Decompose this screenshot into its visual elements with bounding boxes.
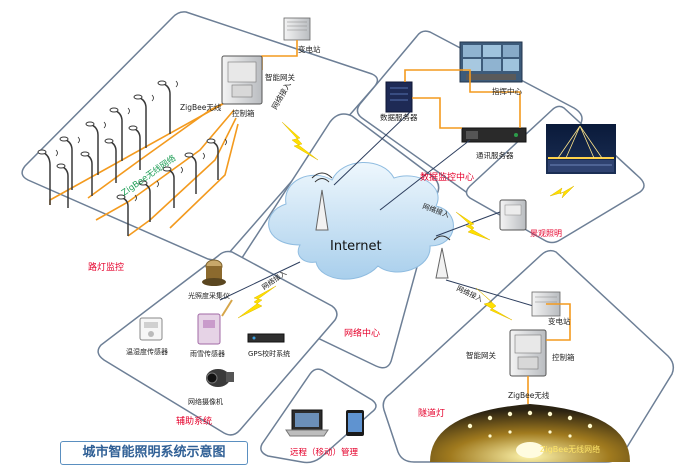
street-section-title: 路灯监控 [88,261,124,273]
diagram-title: 城市智能照明系统示意图 [60,441,248,465]
network-camera-icon [206,369,234,387]
landscape-controller [499,199,527,231]
substation-br-label: 变电站 [548,316,571,326]
cabinet-top-label: 控制箱 [232,108,255,118]
gps-label: GPS校时系统 [248,349,290,358]
comm-server-icon [461,127,527,143]
gps-device-icon [247,333,285,343]
camera-label: 网络摄像机 [188,397,223,406]
data-server-icon [385,81,413,113]
gateway-top-label: 智能网关 [265,72,295,82]
antenna-tower-icon [311,172,451,279]
rain-snow-label: 雨雪传感器 [190,349,225,358]
lightning-icon [237,285,277,319]
temp-humidity-sensor-icon [139,317,163,341]
data-server-label: 数据服务器 [380,112,418,122]
substation-top-label: 变电站 [298,44,321,54]
tunnel-section-title: 隧道灯 [418,407,445,419]
temp-humidity-label: 温湿度传感器 [126,347,168,356]
command-center-label: 指挥中心 [492,86,522,96]
internet-label: Internet [330,239,382,254]
lightning-icon [549,185,575,199]
tablet-icon [346,410,364,436]
bridge-night-photo [546,124,616,174]
lightning-icon [455,211,491,241]
rain-snow-sensor-icon [197,299,233,345]
monitor-wire [404,69,521,128]
laptop-icon [285,409,329,437]
light-sensor-icon [202,259,226,286]
light-sensor-label: 光照度采集仪 [188,291,230,300]
tunnel-photo [430,404,630,462]
lightning-bolts [237,121,575,321]
wireless-arcs [55,80,227,202]
tunnel-wire [546,303,571,341]
gateway-br-label: 智能网关 [466,350,496,360]
lightning-icon [281,121,319,161]
lightning-icon [475,287,513,321]
internet-cloud [268,162,454,280]
zigbee-br-label: ZigBee无线 [508,390,550,400]
comm-server-label: 通讯服务器 [476,150,514,160]
street-panel [21,11,379,261]
control-cabinet-br [509,329,547,377]
aux-section-title: 辅助系统 [176,415,212,427]
zigbee-top-label: ZigBee无线 [180,102,222,112]
control-cabinet-top [221,55,263,105]
remote-section-title: 远程（移动）管理 [290,447,359,458]
substation-top [283,17,311,41]
landscape-section-title: 景观照明 [530,229,562,238]
monitor-wire-2 [412,97,462,129]
internet-links [219,111,541,309]
tunnel-zigbee-label: ZigBee无线网络 [540,444,600,454]
street-light-heads [37,80,216,200]
monitor-section-title: 数据监控中心 [420,171,474,183]
cabinet-br-label: 控制箱 [552,352,575,362]
network-section-title: 网络中心 [344,327,380,339]
